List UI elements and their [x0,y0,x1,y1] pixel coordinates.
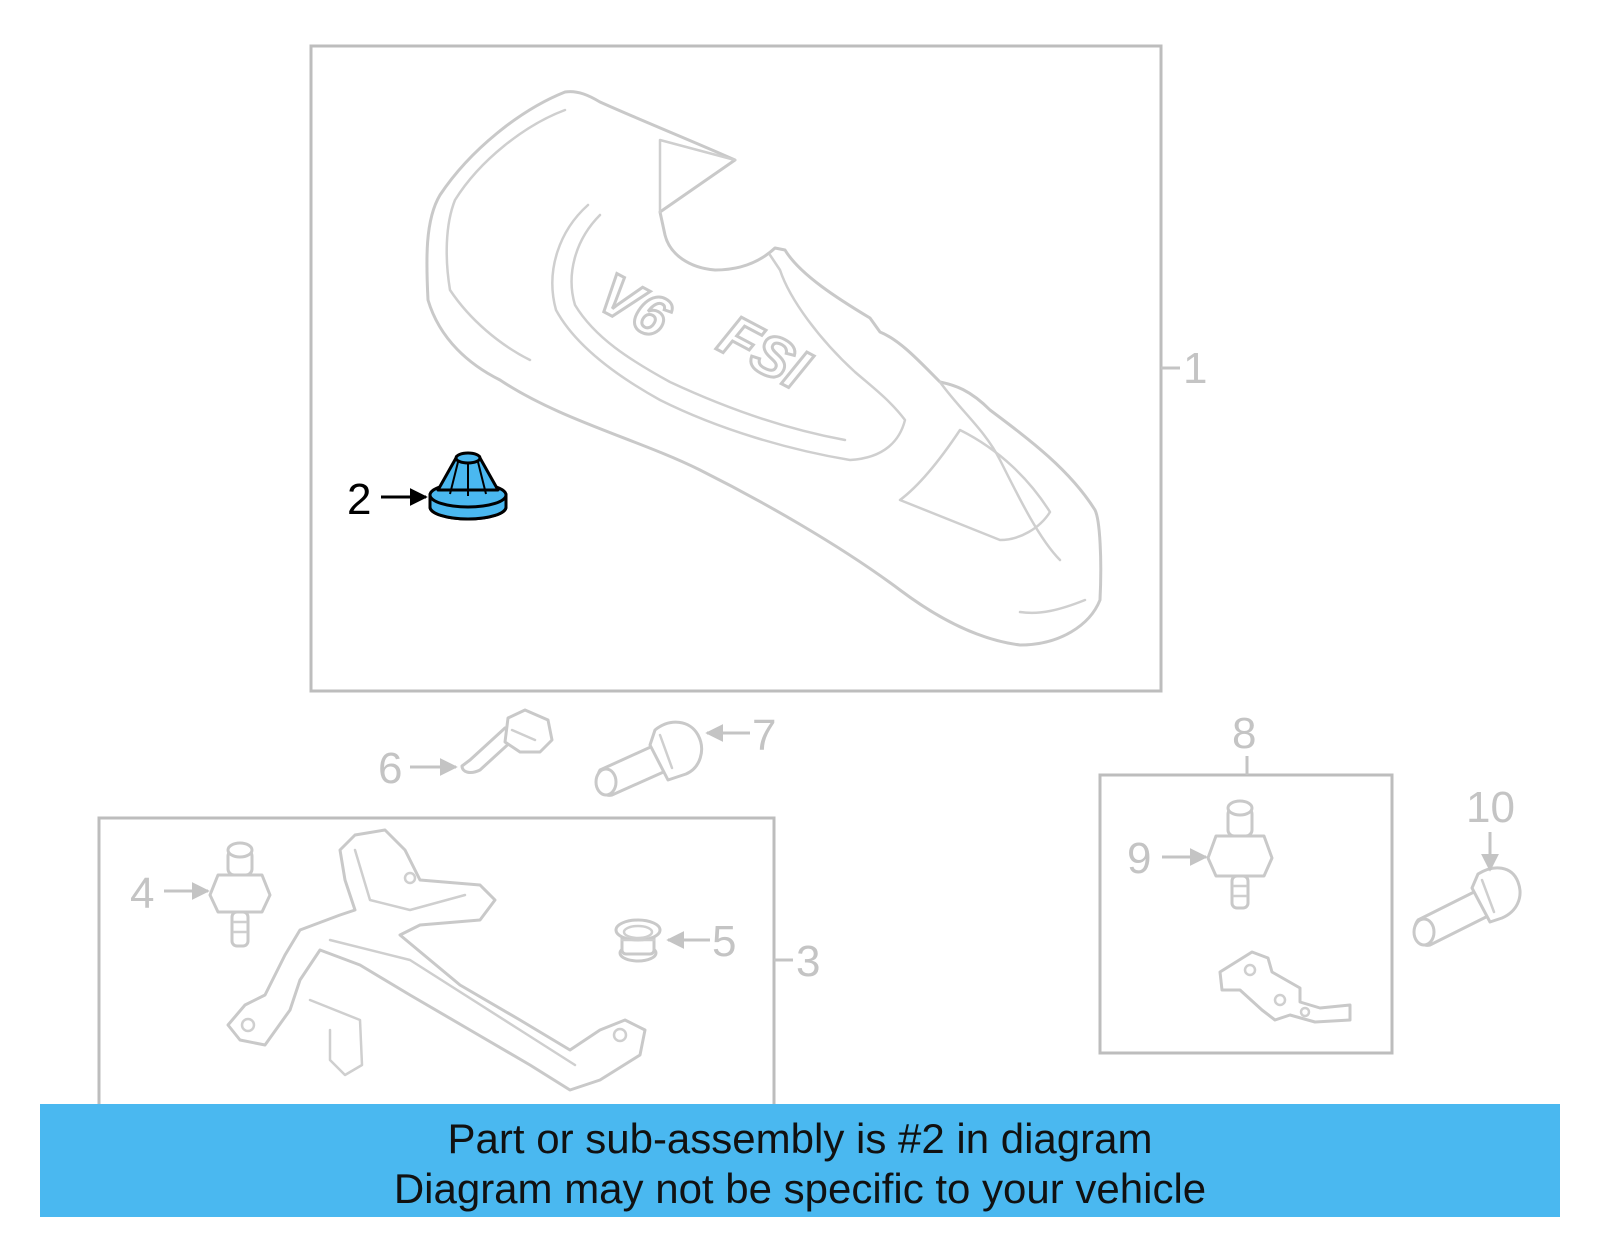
engine-cover-part[interactable]: V6 FSI [425,90,1103,647]
callout-4: 4 [130,869,154,918]
banner-line-disclaimer: Diagram may not be specific to your vehi… [393,1165,1207,1212]
bracket-part-3[interactable] [226,828,647,1092]
callout-2: 2 [347,475,371,524]
info-banner: Part or sub-assembly is #2 in diagram Di… [40,1104,1560,1217]
stud-part-9[interactable] [1206,799,1274,910]
callout-8: 8 [1232,709,1256,758]
callout-6: 6 [378,744,402,793]
banner-line-part-number: Part or sub-assembly is #2 in diagram [447,1115,1153,1162]
stud-part-4[interactable] [208,841,272,948]
small-bracket[interactable] [1218,950,1352,1024]
grommet-part-5[interactable] [614,918,662,963]
bolt-part-6[interactable] [460,708,554,775]
callout-1: 1 [1183,344,1207,393]
bolt-part-7[interactable] [594,720,703,797]
callout-10: 10 [1466,783,1515,832]
callout-5: 5 [712,917,736,966]
callout-9: 9 [1127,834,1151,883]
assembly-3-frame [97,816,776,1108]
callout-3: 3 [796,937,820,986]
callout-7: 7 [752,711,776,760]
bolt-part-10[interactable] [1412,866,1522,947]
grommet-part-2-highlighted[interactable] [428,451,508,521]
